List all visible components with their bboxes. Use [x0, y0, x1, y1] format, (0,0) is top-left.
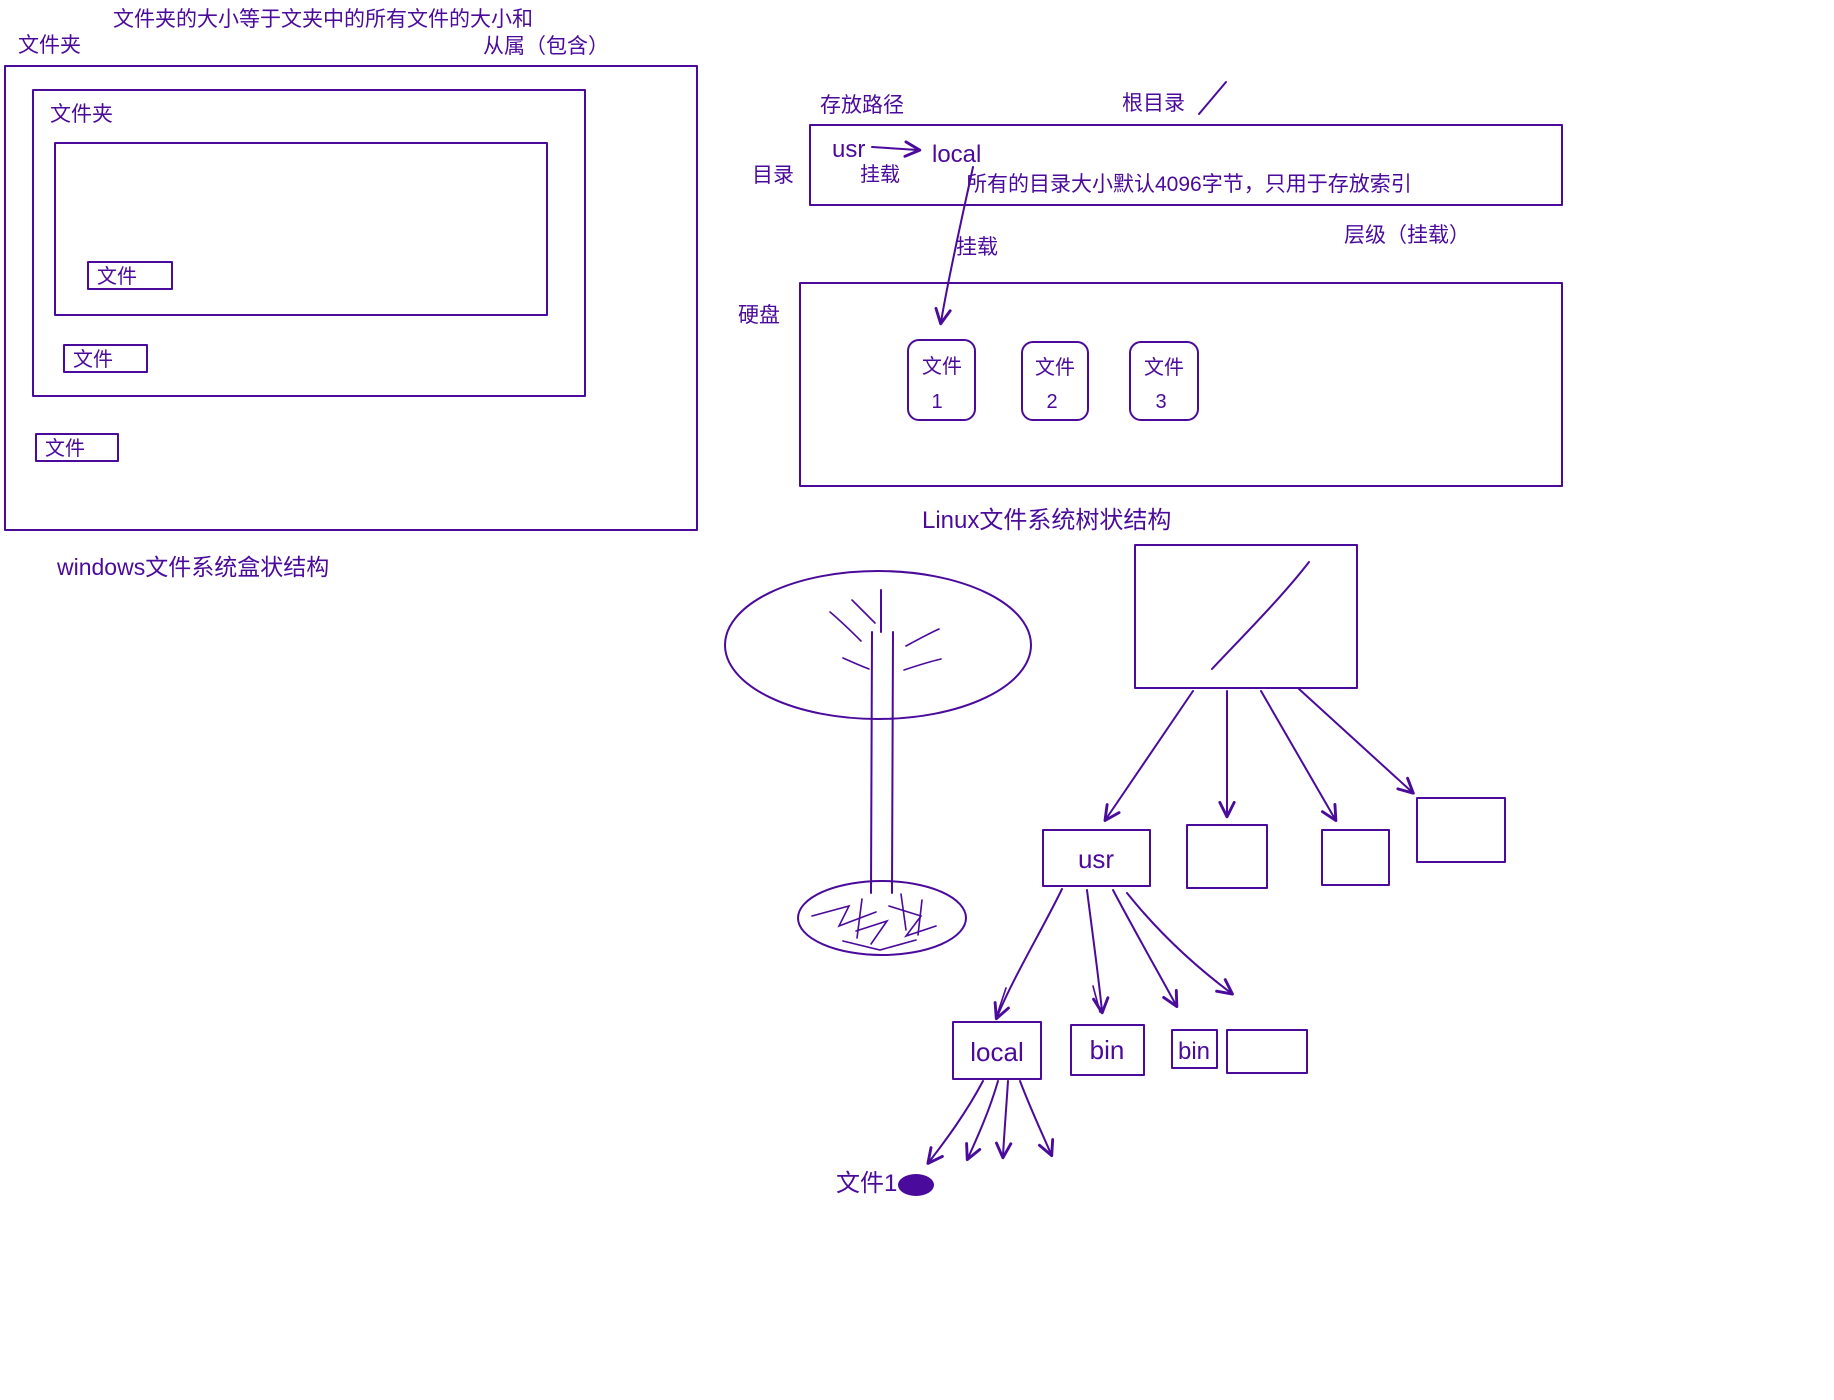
linux-4096-note: 所有的目录大小默认4096字节，只用于存放索引	[966, 173, 1412, 196]
tree-root-box	[1134, 544, 1358, 689]
tree-arrow-local-leaf-4	[1019, 1080, 1055, 1158]
tree-canopy	[724, 570, 1032, 720]
linux-file-3-number: 3	[1155, 391, 1166, 413]
linux-local-label: local	[932, 141, 981, 168]
tree-empty-box-3	[1416, 797, 1506, 863]
tree-arrow-usr-to-bin1-extra-stroke	[1092, 985, 1101, 1013]
tree-empty-box-2	[1321, 829, 1390, 886]
linux-disk-rect	[799, 282, 1563, 487]
linux-disk-label: 硬盘	[738, 304, 780, 327]
linux-usr-label: usr	[832, 136, 865, 163]
linux-root-slash-stroke	[1198, 81, 1227, 115]
windows-outer-folder-label: 文件夹	[18, 34, 81, 57]
tree-arrow-local-leaf-3	[994, 1080, 1013, 1160]
tree-arrow-usr-to-local-extra-stroke	[995, 987, 1007, 1019]
windows-file-box-2	[63, 344, 148, 373]
windows-file-box-3	[35, 433, 119, 462]
tree-root-slash-stroke	[1211, 561, 1310, 670]
windows-outer-folder-rect	[4, 65, 698, 531]
tree-bin-2-box	[1171, 1029, 1218, 1069]
tree-arrow-local-leaf-1	[926, 1080, 984, 1165]
tree-root-scribbles	[811, 893, 937, 951]
tree-arrow-usr-to-bin2	[1112, 889, 1179, 1009]
tree-local-box	[952, 1021, 1042, 1080]
tree-usr-box	[1042, 829, 1151, 887]
tree-empty-box-4	[1226, 1029, 1308, 1074]
linux-usr-to-local-arrow	[871, 140, 922, 158]
linux-mount-label-2: 挂载	[956, 236, 998, 259]
tree-arrow-root-to-box3	[1260, 690, 1338, 822]
tree-bin-2-label: bin	[1178, 1038, 1210, 1065]
tree-arrow-local-leaf-2	[965, 1080, 999, 1162]
linux-file-2-label: 文件	[1035, 356, 1075, 379]
windows-mid-folder-rect	[32, 89, 586, 397]
linux-hierarchy-label: 层级（挂载）	[1344, 224, 1470, 247]
windows-inner-folder-rect	[54, 142, 548, 316]
linux-file-1-box	[907, 339, 976, 421]
linux-caption: Linux文件系统树状结构	[922, 507, 1171, 534]
windows-file-box-1	[87, 261, 173, 290]
tree-file1-label: 文件1	[836, 1170, 897, 1197]
windows-file-box-3-label: 文件	[45, 437, 85, 460]
linux-file-3-label: 文件	[1144, 356, 1184, 379]
linux-path-label: 存放路径	[820, 94, 904, 117]
linux-file-3-box	[1129, 341, 1199, 421]
tree-arrow-usr-to-bin1	[1086, 889, 1110, 1015]
windows-inner-folder-label: 文件夹	[50, 103, 113, 126]
linux-file-2-number: 2	[1046, 391, 1057, 413]
windows-top-note: 文件夹的大小等于文夹中的所有文件的大小和	[113, 8, 533, 31]
tree-bin-1-box	[1070, 1024, 1145, 1076]
tree-canopy-strokes	[829, 599, 942, 671]
linux-file-1-number: 1	[931, 391, 942, 413]
tree-arrow-root-to-box4	[1298, 688, 1415, 795]
tree-arrow-root-to-usr	[1103, 690, 1194, 822]
tree-arrow-usr-to-empty	[1126, 892, 1234, 996]
windows-caption: windows文件系统盒状结构	[56, 554, 329, 580]
tree-empty-box-1	[1186, 824, 1268, 889]
linux-file-1-label: 文件	[922, 355, 962, 378]
linux-rootdir-label: 根目录	[1122, 92, 1185, 115]
linux-mount-arrow	[934, 166, 974, 326]
tree-root-ellipse	[797, 880, 967, 956]
windows-file-box-2-label: 文件	[73, 348, 113, 371]
linux-path-rect	[809, 124, 1563, 206]
tree-arrow-usr-to-local	[993, 888, 1063, 1021]
linux-dir-label: 目录	[752, 164, 794, 187]
tree-file1-dot	[898, 1174, 934, 1196]
tree-usr-label: usr	[1078, 844, 1114, 874]
tree-trunk-right	[891, 631, 894, 894]
linux-file-2-box	[1021, 341, 1089, 421]
windows-file-box-1-label: 文件	[97, 265, 137, 288]
windows-subordinate-label: 从属（包含）	[483, 35, 609, 58]
linux-mount-label-1: 挂载	[860, 163, 900, 186]
tree-trunk-left	[870, 631, 873, 894]
tree-bin-1-label: bin	[1090, 1035, 1125, 1065]
tree-local-label: local	[970, 1037, 1023, 1067]
